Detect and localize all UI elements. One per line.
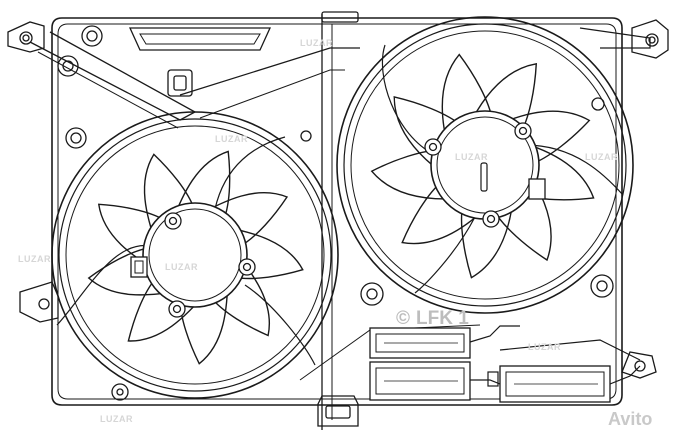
control-module-lower-right [499,365,611,403]
left-fan-outer-ring [51,111,339,399]
control-module-lower-left [369,361,471,401]
mounting-tab-left [19,281,59,323]
shroud-frame [29,14,651,430]
shroud-openings [57,11,614,401]
right-fan-motor-hub [424,110,546,228]
watermark-copy-sign: © [396,308,410,329]
left-fan [51,111,339,399]
watermark-part-number: LFK 1 [416,308,469,329]
control-module-upper [369,327,471,359]
watermark-brand-6: LUZAR [165,262,198,272]
right-fan [336,16,634,314]
watermark-marketplace: Avito [608,409,652,429]
watermarks: LUZAR LUZAR LUZAR LUZAR LUZAR LUZAR LUZA… [18,38,652,429]
mounting-tab-top-left [7,21,45,53]
mounting-tab-bottom [317,395,359,427]
mounting-tab-top-right [631,19,669,59]
watermark-brand-1: LUZAR [300,38,333,48]
mounting-tab-right [621,351,657,379]
left-fan-motor-hub [130,202,256,318]
watermark-brand-8: LUZAR [100,414,133,424]
wiring-harness [469,325,641,387]
watermark-brand-3: LUZAR [455,152,488,162]
watermark-brand-2: LUZAR [215,134,248,144]
watermark-brand-4: LUZAR [585,152,618,162]
right-fan-outer-ring [336,16,634,314]
watermark-brand-5: LUZAR [18,254,51,264]
watermark-brand-7: LUZAR [528,342,561,352]
